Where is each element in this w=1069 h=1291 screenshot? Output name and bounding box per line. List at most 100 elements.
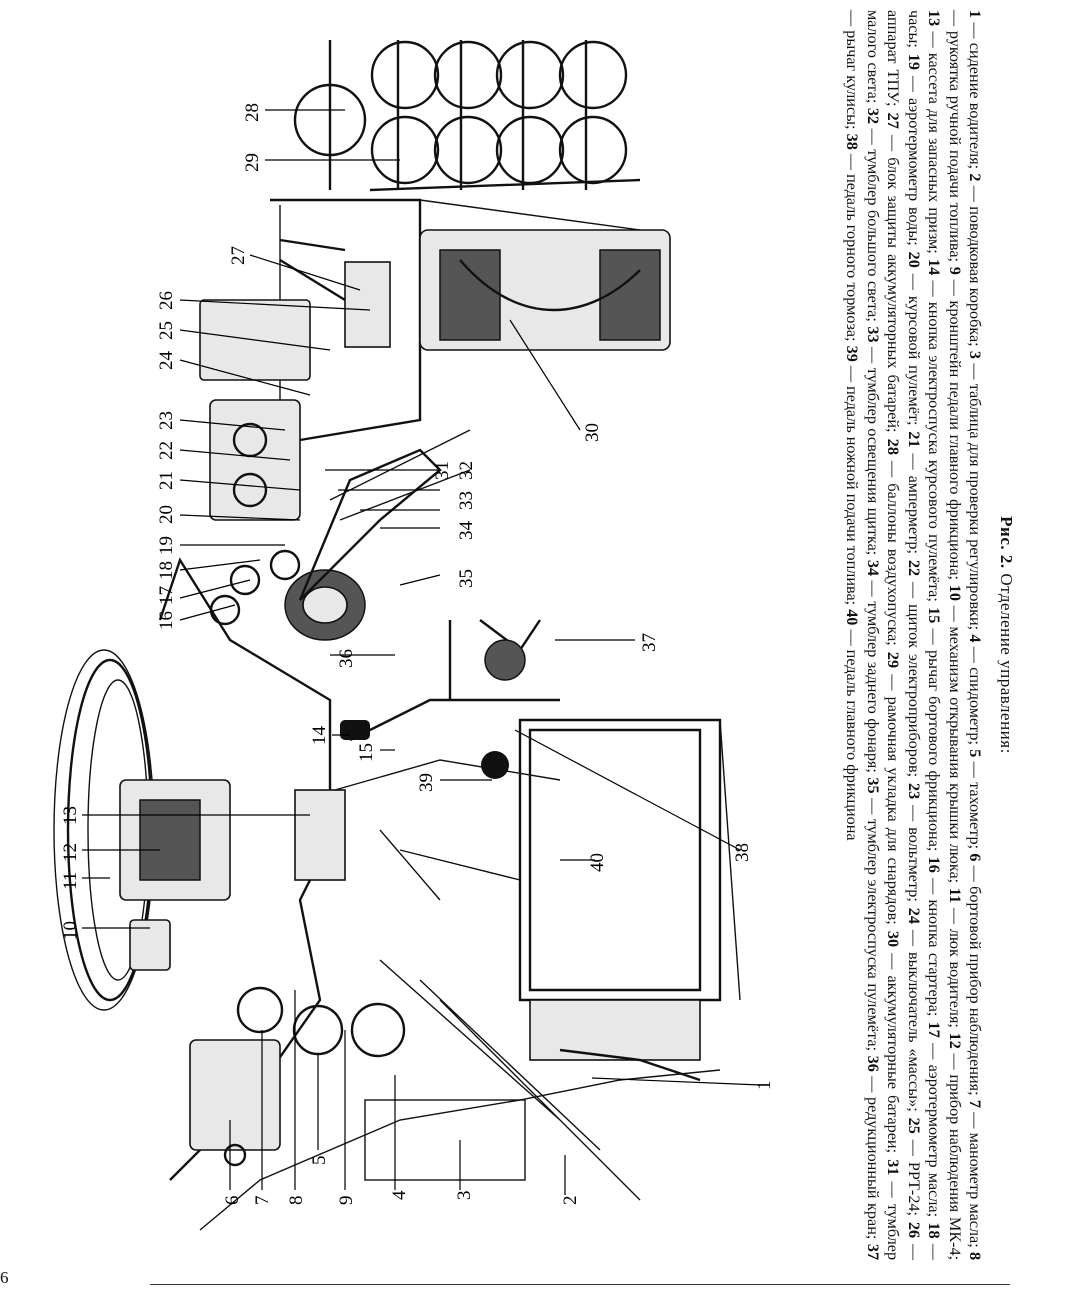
legend-number: 8 bbox=[966, 1251, 985, 1261]
legend-number: 1 bbox=[966, 10, 985, 19]
legend-number: 29 bbox=[884, 651, 903, 669]
page-number: 6 bbox=[0, 1268, 9, 1287]
legend-item-5: 5 — тахометр; bbox=[966, 749, 985, 850]
callout-40: 40 bbox=[587, 853, 608, 872]
legend-item-36: 36 — редукционный кран; bbox=[864, 1055, 882, 1240]
legend-description: рукоятка ручной подачи топлива; bbox=[946, 30, 964, 263]
callout-31: 31 bbox=[432, 461, 453, 480]
battery-drawing bbox=[279, 229, 671, 351]
callout-10: 10 bbox=[60, 921, 81, 940]
legend-description: тумблер освещения щитка; bbox=[864, 367, 882, 556]
legend-description: амперметр; bbox=[905, 475, 923, 555]
legend-description: баллоны воздухопуска; bbox=[884, 483, 903, 646]
legend-number: 3 bbox=[966, 350, 985, 359]
legend-item-33: 33 — тумблер освещения щитка; bbox=[864, 326, 882, 556]
legend-description: бортовой прибор наблюдения; bbox=[966, 886, 985, 1096]
legend-number: 10 bbox=[946, 584, 964, 601]
callout-14: 14 bbox=[309, 726, 330, 746]
legend-description: РРТ-24; bbox=[905, 1161, 923, 1217]
legend-description: рычаг кулисы; bbox=[843, 30, 862, 130]
legend-item-3: 3 — таблица для проверки регулировки; bbox=[966, 350, 985, 631]
legend-item-13: 13 — кассета для запасных призм; bbox=[925, 10, 944, 254]
callout-38: 38 bbox=[732, 843, 753, 862]
legend-item-14: 14 — кнопка электроспуска курсового пуле… bbox=[925, 259, 944, 602]
caption-heading: Рис. 2. Отделение управления: bbox=[996, 10, 1016, 1260]
legend-item-19: 19 — аэротермометр воды; bbox=[905, 53, 923, 246]
legend-description: часы; bbox=[905, 10, 923, 48]
legend-description: таблица для проверки регулировки; bbox=[966, 383, 985, 631]
legend-number: 28 bbox=[884, 438, 903, 455]
callout-7: 7 bbox=[252, 1196, 273, 1206]
legend-number: 5 bbox=[966, 749, 985, 758]
legend-number: 33 bbox=[864, 326, 882, 343]
callout-16: 16 bbox=[156, 611, 177, 630]
legend-item-23: 23 — вольтметр; bbox=[905, 783, 923, 902]
legend-item-21: 21 — амперметр; bbox=[905, 431, 923, 555]
legend-description: щиток электроприборов; bbox=[905, 604, 923, 778]
callout-21: 21 bbox=[156, 471, 177, 490]
callout-26: 26 bbox=[156, 291, 177, 310]
legend-item-38: 38 — педаль горного тормоза; bbox=[843, 133, 862, 342]
legend-description: аккумуляторные батареи; bbox=[884, 975, 903, 1154]
legend-description: выключатель «массы»; bbox=[905, 951, 923, 1112]
legend-description: кронштейн педали главного фрикциона; bbox=[946, 300, 964, 581]
callout-numbers: 1 2 3 4 5 6 7 8 9 10 11 12 13 14 15 16 1… bbox=[60, 103, 775, 1205]
legend-item-27: 27 — блок защиты аккумуляторных батарей; bbox=[884, 112, 903, 433]
callout-11: 11 bbox=[60, 872, 81, 890]
legend-number: 24 bbox=[905, 907, 923, 924]
legend-number: 23 bbox=[905, 783, 923, 800]
legend-description: прибор наблюдения МК-4; bbox=[946, 1074, 964, 1261]
caption-title: Отделение управления: bbox=[997, 573, 1016, 754]
callout-34: 34 bbox=[456, 521, 477, 541]
callout-25: 25 bbox=[156, 321, 177, 340]
legend-item-17: 17 — аэротермометр масла; bbox=[925, 1021, 944, 1218]
legend-item-12: 12 — прибор наблюдения МК-4; bbox=[946, 1032, 964, 1261]
legend-description: тумблер большого света; bbox=[864, 149, 882, 322]
legend-number: 32 bbox=[864, 107, 882, 125]
legend-description: рычаг бортового фрикциона; bbox=[925, 649, 944, 852]
callout-leaders bbox=[82, 109, 761, 1195]
legend-number: 21 bbox=[905, 431, 923, 448]
legend-number: 38 bbox=[843, 133, 862, 150]
legend-description: спидометр; bbox=[966, 667, 985, 746]
legend-item-39: 39 — педаль ножной подачи топлива; bbox=[843, 345, 862, 606]
legend-number: 15 bbox=[925, 607, 944, 624]
legend-number: 36 bbox=[864, 1055, 882, 1072]
legend-description: механизм открывания крышки люка; bbox=[946, 626, 964, 884]
legend-number: 35 bbox=[864, 777, 882, 794]
legend-item-32: 32 — тумблер большого света; bbox=[864, 107, 882, 322]
legend-item-30: 30 — аккумуляторные батареи; bbox=[884, 930, 903, 1154]
callout-2: 2 bbox=[560, 1196, 581, 1206]
legend-description: аэротермометр масла; bbox=[925, 1064, 944, 1218]
callout-24: 24 bbox=[156, 351, 177, 371]
caption-label: Рис. 2. bbox=[997, 516, 1016, 569]
legend-item-24: 24 — выключатель «массы»; bbox=[905, 907, 923, 1112]
callout-36: 36 bbox=[336, 649, 357, 668]
legend-number: 39 bbox=[843, 345, 862, 362]
legend-description: поводковая коробка; bbox=[966, 206, 985, 347]
legend-item-29: 29 — рамочная укладка для снарядов; bbox=[884, 651, 903, 925]
legend-description: манометр масла; bbox=[966, 1132, 985, 1248]
legend-item-35: 35 — тумблер электроспуска пулемёта; bbox=[864, 777, 882, 1052]
legend-description: кнопка электроспуска курсового пулемёта; bbox=[925, 301, 944, 602]
legend-number: 30 bbox=[884, 930, 903, 948]
illustration bbox=[53, 40, 741, 1231]
figure-caption: Рис. 2. Отделение управления: 1 — сидени… bbox=[766, 10, 1017, 1261]
legend-item-16: 16 — кнопка стартера; bbox=[925, 856, 944, 1017]
callout-29: 29 bbox=[242, 153, 263, 172]
legend-number: 20 bbox=[905, 251, 923, 268]
callout-20: 20 bbox=[156, 505, 177, 524]
driver-seat-drawing bbox=[518, 718, 741, 1061]
callout-33: 33 bbox=[456, 491, 477, 510]
legend-description: кассета для запасных призм; bbox=[925, 52, 944, 254]
callout-4: 4 bbox=[389, 1190, 410, 1200]
callout-3: 3 bbox=[454, 1191, 475, 1201]
callout-27: 27 bbox=[228, 246, 249, 265]
callout-1: 1 bbox=[754, 1081, 775, 1091]
legend-item-25: 25 — РРТ-24; bbox=[905, 1117, 923, 1217]
legend-description: люк водителя; bbox=[946, 928, 964, 1028]
legend-item-9: 9 — кронштейн педали главного фрикциона; bbox=[946, 266, 964, 581]
callout-23: 23 bbox=[156, 411, 177, 430]
legend-number: 11 bbox=[946, 887, 964, 904]
legend-description: тахометр; bbox=[966, 782, 985, 850]
